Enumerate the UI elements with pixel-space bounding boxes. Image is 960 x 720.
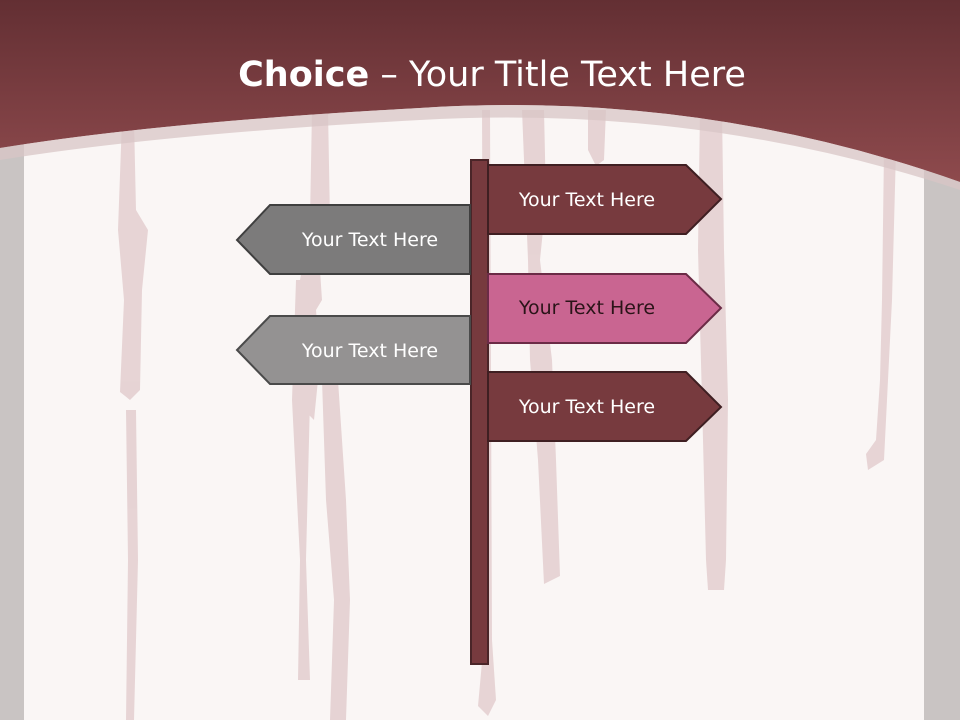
sign-arrow-right-2[interactable]: [487, 273, 723, 344]
title-text: Your Title Text Here: [409, 55, 746, 95]
title-separator: –: [369, 55, 409, 95]
right-side-bar: [924, 150, 960, 720]
sign-arrow-right-3[interactable]: [487, 371, 723, 442]
slide-title: Choice – Your Title Text Here: [0, 52, 960, 98]
title-bold: Choice: [238, 55, 370, 95]
sign-label-left-2: Your Text Here: [301, 340, 439, 362]
sign-post: [470, 159, 489, 665]
sign-arrow-right-1[interactable]: [487, 164, 723, 235]
sign-label-left-1: Your Text Here: [301, 229, 439, 251]
sign-arrow-left-1[interactable]: [235, 204, 471, 275]
sign-label-right-1: Your Text Here: [518, 189, 656, 211]
header-curve-highlight: [0, 105, 960, 190]
left-side-bar: [0, 140, 24, 720]
sign-label-right-2: Your Text Here: [518, 297, 656, 319]
sign-label-right-3: Your Text Here: [518, 396, 656, 418]
header-banner: [0, 0, 960, 182]
sign-arrow-left-2[interactable]: [235, 315, 471, 385]
